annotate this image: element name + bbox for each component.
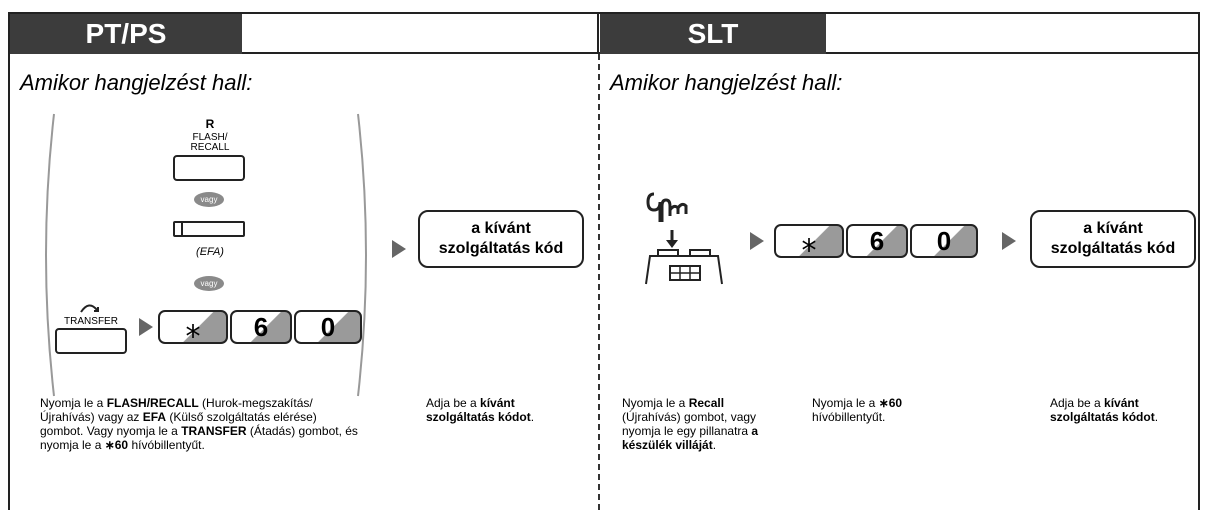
right-service-code-box: a kívánt szolgáltatás kód [1030,210,1196,268]
arrow-right-2 [1002,232,1016,250]
key-0-right[interactable]: 0 [910,224,978,258]
left-description-1: Nyomja le a FLASH/RECALL (Hurok-megszakí… [40,396,358,452]
flash-recall-button[interactable] [173,155,245,181]
left-header-divider [8,52,598,54]
hookswitch-icon [645,192,723,285]
arrow-left-2 [392,240,406,258]
header-center-divider [597,12,599,54]
left-heading: Amikor hangjelzést hall: [20,70,253,95]
left-description-2: Adja be a kívánt szolgáltatás kódot. [426,396,535,424]
left-code-line2: szolgáltatás kód [438,240,564,257]
efa-button[interactable] [173,221,245,237]
left-border [8,12,10,510]
key-6-right[interactable]: 6 [846,224,908,258]
right-description-1: Nyomja le a Recall (Újrahívás) gombot, v… [622,396,759,452]
tab-slt: SLT [600,14,826,54]
transfer-icon [80,304,99,313]
flash-key-label-2: RECALL [190,142,230,153]
key-6-left[interactable]: 6 [230,310,292,344]
right-code-line1: a kívánt [1083,220,1143,237]
left-code-line1: a kívánt [471,220,531,237]
top-border [8,12,1200,14]
efa-led [181,223,183,235]
right-parenthesis [357,113,367,397]
efa-label: (EFA) [196,246,224,258]
tab-pt-ps: PT/PS [10,14,242,54]
right-heading: Amikor hangjelzést hall: [610,70,843,95]
flash-key-r-label: R [205,117,215,131]
transfer-label: TRANSFER [64,316,118,327]
left-service-code-box: a kívánt szolgáltatás kód [418,210,584,268]
key-0-left[interactable]: 0 [294,310,362,344]
key-star-left[interactable]: ⁎ [158,310,228,344]
right-description-3: Adja be a kívánt szolgáltatás kódot. [1050,396,1159,424]
right-description-2: Nyomja le a ∗60 hívóbillentyűt. [812,396,903,424]
key-star-right[interactable]: ⁎ [774,224,844,258]
right-border [1198,12,1200,510]
or-badge-1: vagy [194,192,224,207]
right-code-line2: szolgáltatás kód [1050,240,1176,257]
column-divider [598,54,600,510]
arrow-left-1 [139,318,153,336]
left-parenthesis [45,113,55,397]
transfer-button[interactable] [55,328,127,354]
flash-key-label-1: FLASH/ [192,132,228,143]
or-badge-2: vagy [194,276,224,291]
arrow-right-1 [750,232,764,250]
right-header-divider [598,52,1200,54]
